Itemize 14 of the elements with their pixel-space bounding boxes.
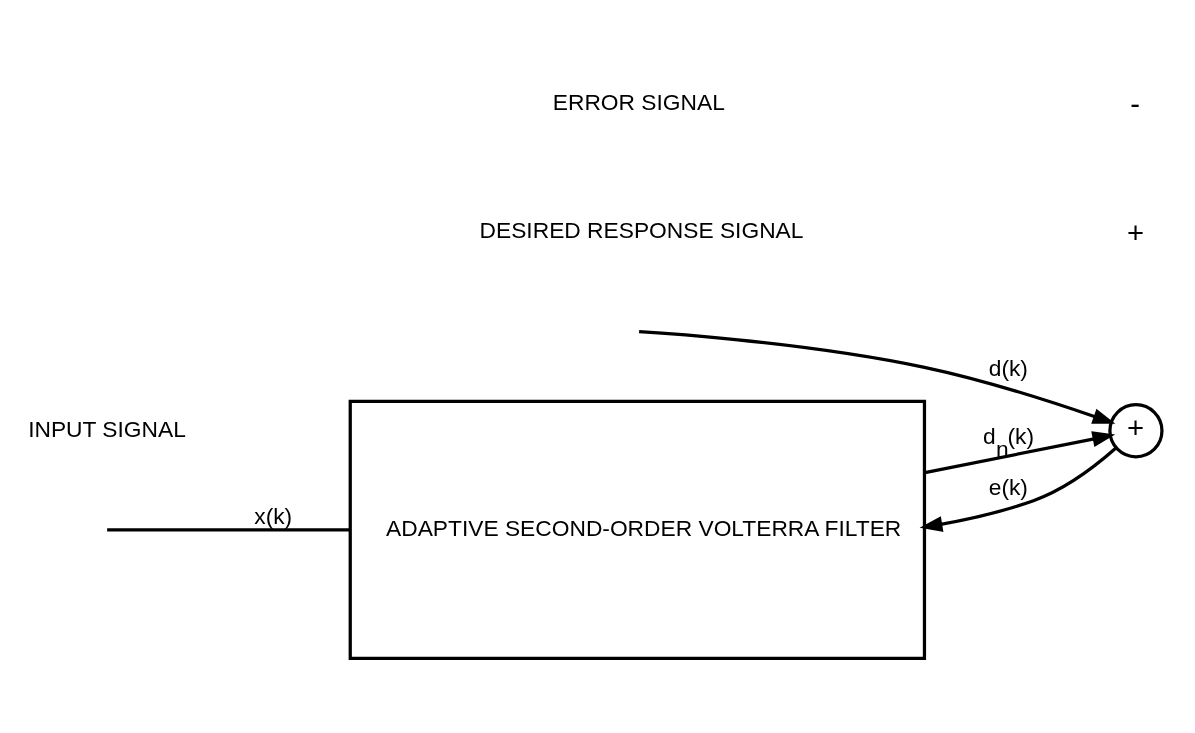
edge-label: d(k) [988, 354, 1028, 381]
edge-label: x(k) [254, 502, 293, 529]
arrow [924, 431, 1116, 475]
edge-label: e(k) [988, 473, 1028, 500]
arrow [919, 446, 1118, 532]
label: ERROR SIGNAL [552, 88, 725, 115]
arrow [639, 329, 1116, 424]
node-circle: + [1108, 403, 1164, 459]
node-box: ADAPTIVE SECOND-ORDER VOLTERRA FILTER [348, 399, 927, 661]
node-label: - [1130, 87, 1140, 121]
node-label: + [1126, 215, 1145, 249]
connector [107, 528, 350, 532]
label: DESIRED RESPONSE SIGNAL [479, 217, 804, 244]
label: INPUT SIGNAL [28, 415, 186, 442]
